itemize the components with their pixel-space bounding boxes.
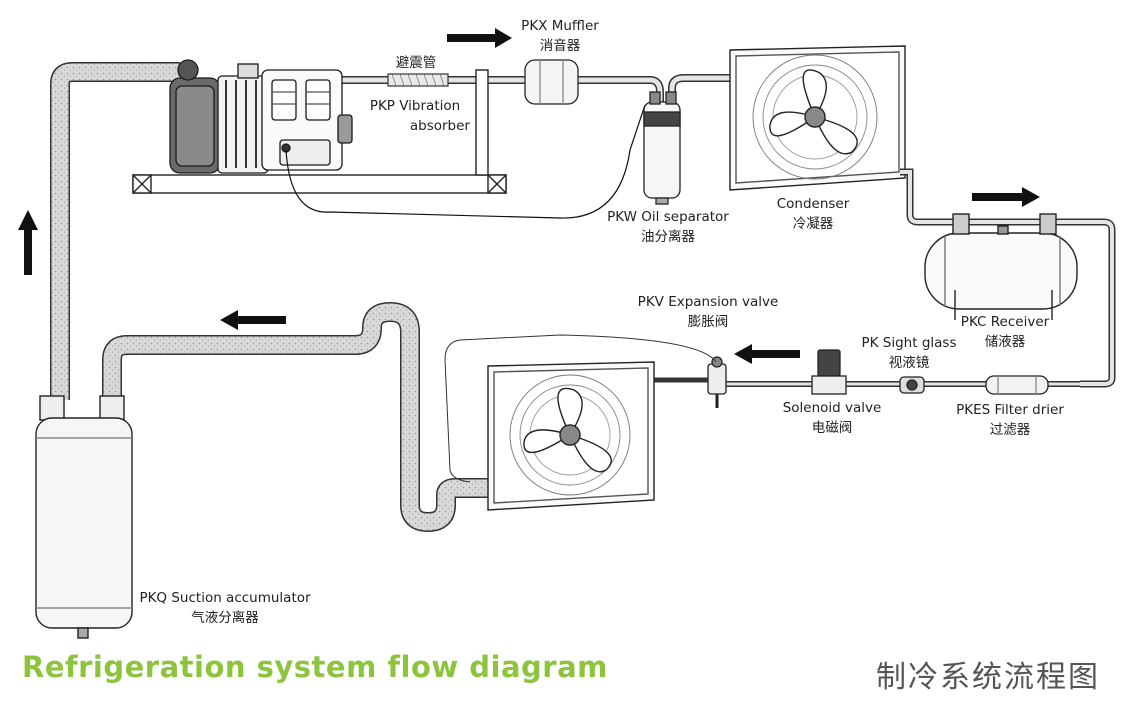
label-sight-cn: 视液镜 [888, 355, 930, 371]
label-acc-en: PKQ Suction accumulator [139, 590, 311, 606]
evaporator [487, 361, 655, 511]
label-recv-en: PKC Receiver [960, 314, 1050, 330]
label-vibration-en2: absorber [409, 118, 470, 134]
label-muffler: PKX Muffler 消音器 [500, 16, 620, 56]
arrow-right-receiver [972, 187, 1040, 207]
oil-separator [643, 91, 681, 205]
label-oil-en: PKW Oil separator [607, 209, 729, 225]
label-oil-cn: 油分离器 [641, 229, 695, 245]
label-sight-glass: PK Sight glass 视液镜 [852, 333, 966, 373]
label-receiver: PKC Receiver 储液器 [950, 312, 1060, 352]
label-solenoid-valve: Solenoid valve 电磁阀 [776, 398, 888, 438]
label-vibration: PKP Vibration absorber [350, 96, 480, 136]
arrow-left-suction [220, 310, 286, 330]
label-filter-en: PKES Filter drier [956, 402, 1064, 418]
label-vibration-en1: PKP Vibration [369, 98, 461, 114]
filter-drier [985, 375, 1049, 395]
label-exp-cn: 膨胀阀 [687, 314, 729, 330]
solenoid-valve [811, 349, 847, 395]
label-sight-en: PK Sight glass [861, 335, 957, 351]
label-expansion-valve: PKV Expansion valve 膨胀阀 [626, 292, 790, 332]
label-filter-drier: PKES Filter drier 过滤器 [944, 400, 1076, 440]
label-filter-cn: 过滤器 [989, 422, 1031, 438]
receiver [924, 213, 1078, 320]
expansion-valve [707, 356, 727, 408]
label-suction-accumulator: PKQ Suction accumulator 气液分离器 [130, 588, 320, 628]
arrow-right-top [447, 28, 512, 48]
capillary-line [444, 334, 717, 483]
label-oil-separator: PKW Oil separator 油分离器 [598, 207, 738, 247]
label-cond-cn: 冷凝器 [792, 216, 834, 232]
label-muffler-cn: 消音器 [539, 38, 581, 54]
muffler [524, 59, 579, 105]
compressor [169, 59, 353, 174]
label-sol-en: Solenoid valve [782, 400, 882, 416]
arrow-up-left [18, 210, 38, 275]
label-condenser: Condenser 冷凝器 [760, 194, 866, 234]
flow-arrows [18, 28, 1040, 364]
label-exp-en: PKV Expansion valve [637, 294, 779, 310]
label-sol-cn: 电磁阀 [811, 420, 853, 436]
page-title: Refrigeration system flow diagram [22, 650, 608, 684]
page-title-cn: 制冷系统流程图 [876, 660, 1100, 695]
sight-glass [899, 376, 925, 394]
oil-return-line [285, 104, 646, 219]
arrow-left-liquid [734, 344, 800, 364]
label-cond-en: Condenser [776, 196, 850, 212]
suction-accumulator [35, 395, 133, 639]
label-acc-cn: 气液分离器 [191, 610, 259, 626]
label-vibration-cn: 避震管 [395, 55, 437, 71]
label-recv-cn: 储液器 [984, 334, 1026, 350]
label-muffler-en: PKX Muffler [521, 18, 599, 34]
compressor-base [132, 69, 507, 194]
condenser [729, 45, 906, 191]
